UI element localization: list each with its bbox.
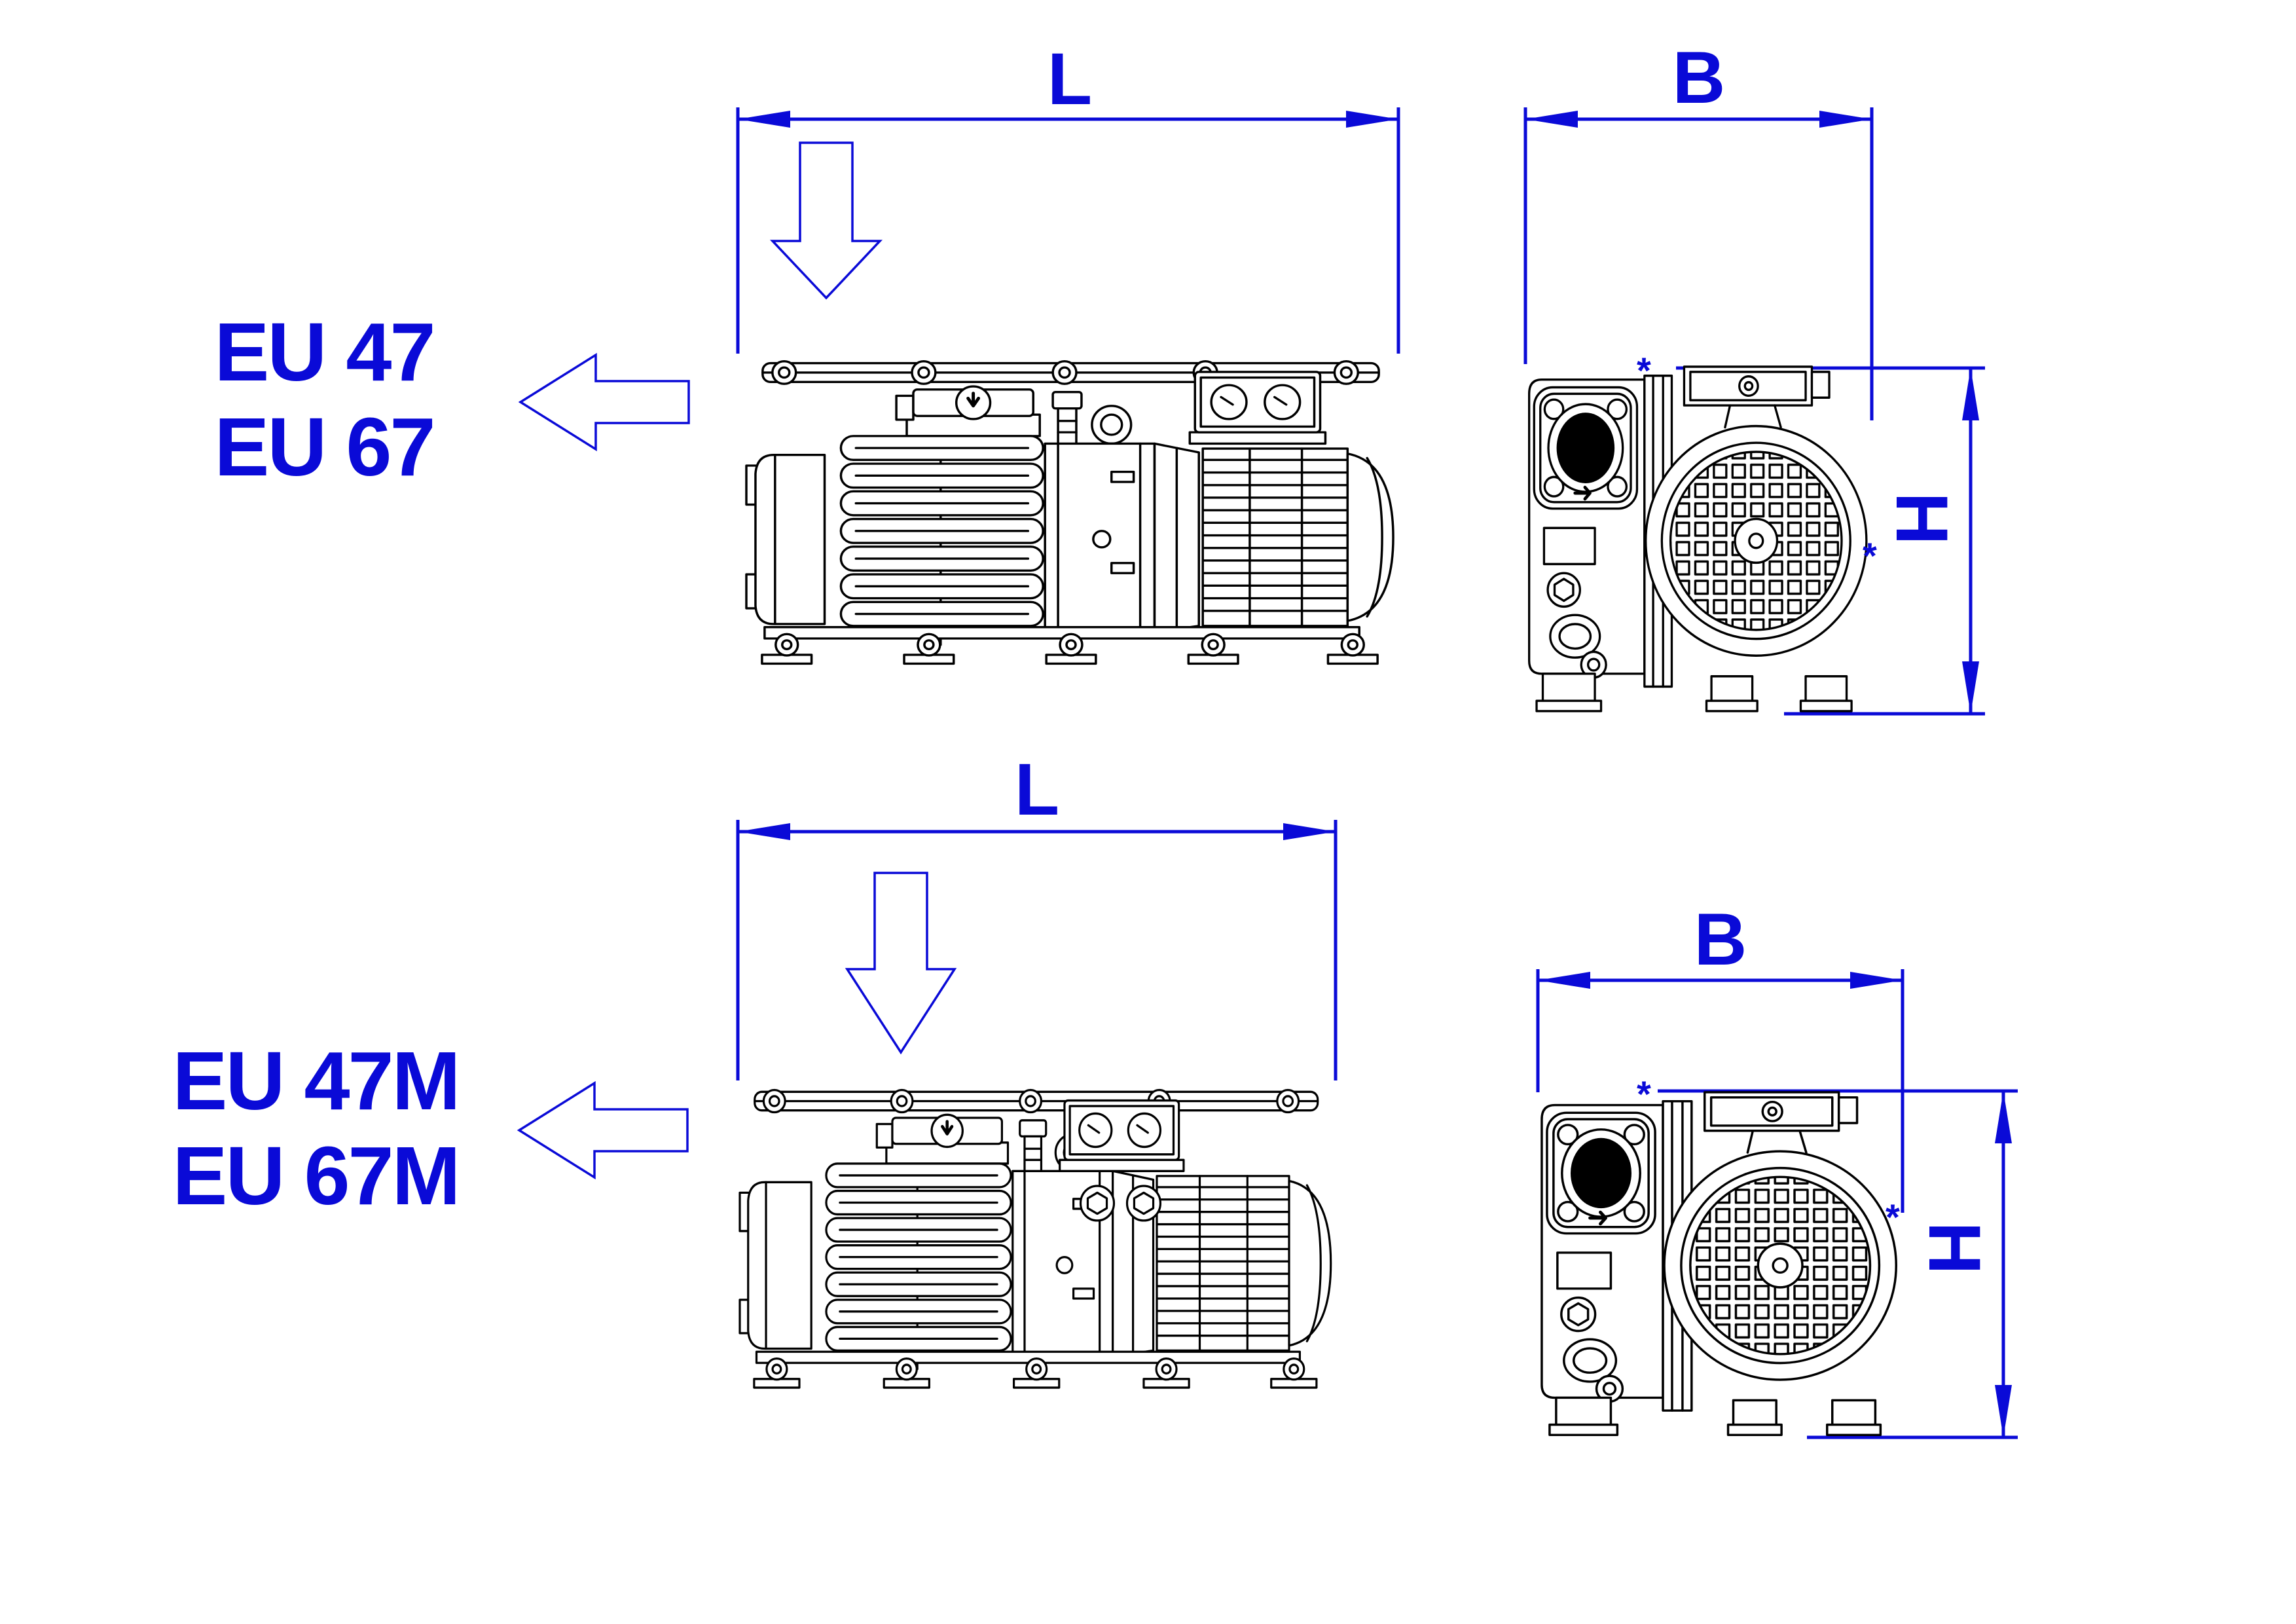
dim-label-L: L [1015,748,1059,830]
dim-label-H: H [1881,492,1963,545]
row-eu47m-eu67m: EU 47M EU 67M L B [172,748,2018,1439]
model-label: EU 67M [172,1130,458,1222]
pump-end-view [1529,367,1867,711]
arrow-left-icon [517,1080,689,1180]
pump-side-view [740,1090,1331,1388]
model-label: EU 47M [172,1035,458,1127]
dim-label-L: L [1048,38,1092,120]
model-label: EU 47 [214,306,433,398]
reference-marker: * [1886,1196,1900,1238]
row-eu47-eu67: EU 47 EU 67 L B H [214,37,1985,716]
dimension-width: B [1536,898,1904,1213]
arrow-left-icon [518,352,690,452]
dim-label-H: H [1914,1222,1995,1275]
reference-marker: * [1637,350,1651,391]
pump-side-view [746,361,1393,664]
model-label: EU 67 [214,401,433,493]
reference-marker: * [1637,1073,1651,1115]
dimension-length: L [736,748,1338,1080]
pump-end-view [1542,1092,1896,1435]
reference-marker: * [1863,535,1877,576]
dimension-length: L [736,38,1400,354]
dim-label-B: B [1694,898,1747,980]
arrow-down-icon [845,872,957,1055]
dim-label-B: B [1673,37,1726,119]
dimension-width: B [1523,37,1874,420]
dimension-height: H [1658,1089,2018,1439]
arrow-down-icon [769,141,883,300]
